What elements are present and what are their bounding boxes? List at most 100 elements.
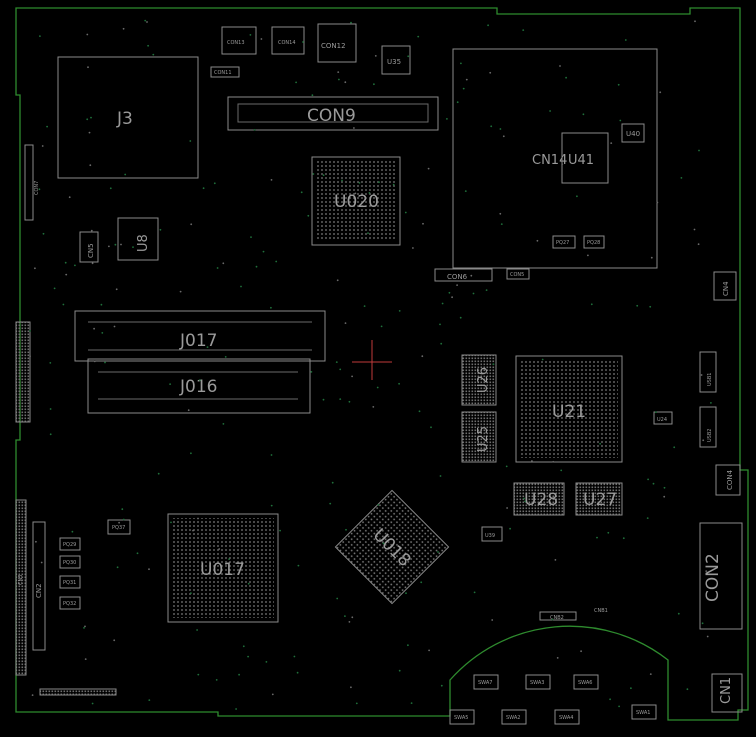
via-dot [622,537,625,540]
con9-inner [237,103,429,123]
j016-label: J016 [179,377,217,397]
via-dot [331,481,334,484]
via-dot [84,658,87,660]
via-dot [422,222,424,225]
via-dot [417,35,420,38]
via-dot [552,460,555,463]
via-dot [250,236,252,239]
via-dot [307,214,310,217]
pq28-part [583,235,605,249]
via-dot [355,702,358,705]
via-dot [351,375,353,378]
via-dot [190,223,193,226]
via-dot [680,177,683,179]
via-dot [354,192,357,195]
via-dot [199,379,201,381]
swa1-switch [631,704,657,720]
con13-label: CON13 [227,40,245,46]
via-dot [91,262,94,265]
con6-label: CON6 [447,273,468,281]
via-dot [190,452,192,455]
via-dot [118,521,120,524]
via-dot [109,187,112,190]
via-dot [587,254,589,257]
u017-chip [167,513,279,623]
cn5-connector [79,231,99,263]
cn4-label: CN4 [722,281,730,296]
pq29-part [59,537,81,551]
via-dot [206,346,209,348]
via-dot [448,291,451,294]
via-dot [104,361,106,364]
via-dot [430,426,432,429]
pq30-label: PQ30 [63,560,76,566]
u017-ball-grid [172,518,274,618]
via-dot [392,183,395,186]
j017-label: J017 [179,331,217,351]
via-dot [297,564,300,567]
via-dot [249,34,252,36]
via-dot [456,284,458,286]
via-dot [350,21,352,24]
via-dot [407,55,410,58]
j016-slot [87,358,311,414]
via-dot [216,267,219,269]
via-dot [451,296,453,299]
j3-connector [57,56,199,179]
via-dot [222,423,225,425]
pq37-part [107,519,131,535]
con11-connector [210,66,240,78]
via-dot [617,83,620,86]
pq32-label: PQ32 [63,601,76,607]
via-dot [673,446,676,449]
via-dot [87,66,89,69]
via-dot [40,561,43,564]
pq31-label: PQ31 [63,580,76,586]
via-dot [418,410,421,413]
via-dot [336,597,339,600]
via-dot [215,679,218,681]
via-dot [322,174,325,177]
cn14-area [452,48,658,269]
u40-chip [621,123,645,143]
u020-chip [311,156,401,246]
via-dot [693,228,696,231]
via-dot [618,705,620,708]
via-dot [398,310,401,312]
u28-chip [513,482,565,516]
via-dot [213,182,216,185]
via-dot [499,212,502,215]
via-dot [189,140,192,142]
via-dot [255,265,258,268]
via-dot [554,559,557,561]
via-dot [322,398,325,401]
u018-chip [334,489,450,605]
cnb2-label: CNB2 [550,615,564,621]
via-dot [86,118,89,121]
cnb1-label: CNB1 [594,608,608,614]
con14-connector [271,26,305,55]
pq27-part [552,235,576,249]
cn14-label: CN14 [532,153,567,168]
con5-connector [506,268,530,280]
via-dot [300,191,303,194]
via-dot [312,173,315,175]
via-dot [49,408,52,410]
via-dot [650,256,653,259]
pq32-part [59,596,81,610]
via-dot [148,699,151,701]
via-dot [121,508,124,511]
con13-connector [221,26,257,55]
via-dot [91,702,94,705]
via-dot [146,21,148,23]
via-dot [49,362,52,364]
via-dot [582,507,584,510]
via-dot [353,127,355,129]
via-dot [363,305,366,307]
swa7-switch [473,674,499,690]
via-dot [421,355,424,358]
via-dot [465,78,468,81]
via-dot [335,361,338,363]
via-dot [473,591,476,594]
